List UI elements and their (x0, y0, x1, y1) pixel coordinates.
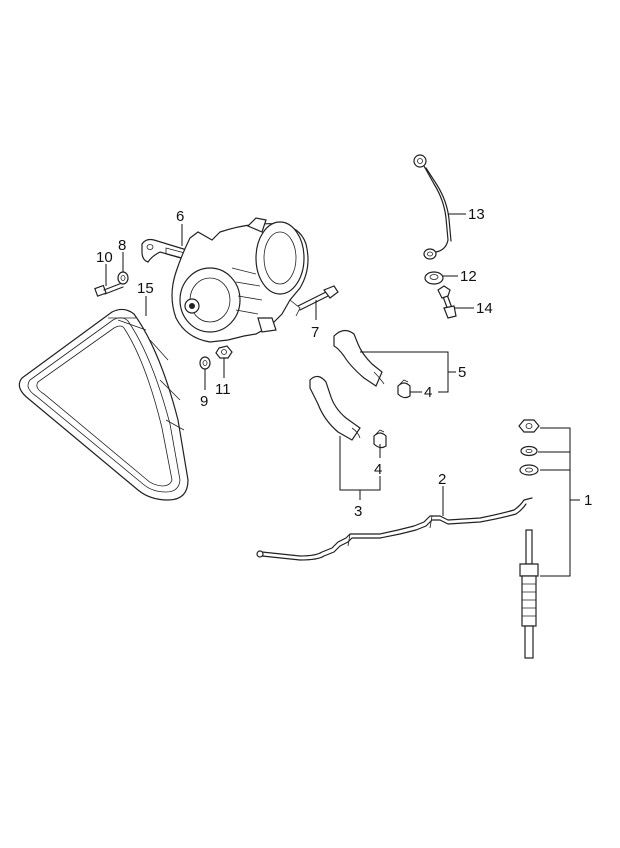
callout-4-lower: 4 (374, 461, 382, 478)
v-belt-icon (18, 308, 189, 501)
hose-clamp-icon (397, 379, 411, 399)
callout-15: 15 (137, 280, 154, 297)
callouts: 1 2 3 4 4 5 6 7 8 9 10 11 12 13 14 15 (96, 206, 592, 520)
alternator-icon (171, 217, 309, 343)
callout-4-upper: 4 (424, 384, 432, 401)
callout-2: 2 (438, 471, 446, 488)
nut-icon (424, 271, 444, 285)
callout-8: 8 (118, 237, 126, 254)
nut-icon (215, 345, 233, 359)
nut-icon (117, 271, 129, 285)
bolt-icon (94, 282, 124, 297)
callout-7: 7 (311, 324, 319, 341)
callout-12: 12 (460, 268, 477, 285)
callout-9: 9 (200, 393, 208, 410)
callout-10: 10 (96, 249, 113, 266)
callout-5: 5 (458, 364, 466, 381)
hose-icon (309, 375, 361, 441)
callout-11: 11 (215, 381, 231, 398)
wire-harness-icon (256, 497, 533, 561)
leader-lines (105, 213, 580, 577)
hose-icon (333, 329, 385, 387)
callout-1: 1 (584, 492, 592, 509)
wire-icon (413, 154, 452, 260)
bolt-icon (297, 285, 339, 311)
callout-14: 14 (476, 300, 493, 317)
hose-clamp-icon (373, 429, 387, 449)
callout-6: 6 (176, 208, 184, 225)
bolt-icon (437, 285, 457, 319)
callout-3: 3 (354, 503, 362, 520)
glow-plug-icon (518, 419, 540, 659)
callout-13: 13 (468, 206, 485, 223)
washer-icon (199, 356, 211, 370)
